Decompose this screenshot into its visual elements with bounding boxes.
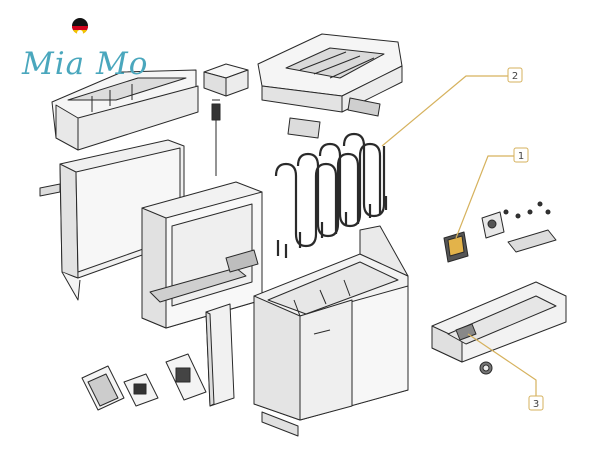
upper-stone-frame-left bbox=[51, 69, 199, 151]
outer-casing bbox=[253, 225, 409, 437]
flag-icon bbox=[72, 18, 88, 36]
upper-stone-frame-right bbox=[257, 33, 403, 113]
front-door-panel bbox=[205, 303, 235, 407]
svg-text:2: 2 bbox=[512, 71, 518, 82]
callout-2: 2 bbox=[507, 67, 523, 83]
callout-leaders bbox=[381, 75, 537, 402]
screws bbox=[503, 201, 551, 219]
svg-text:3: 3 bbox=[533, 399, 539, 410]
control-panel-medium bbox=[123, 373, 159, 407]
heating-elements bbox=[274, 132, 388, 258]
callout-3: 3 bbox=[528, 395, 544, 411]
temperature-probe bbox=[211, 99, 221, 176]
control-box bbox=[203, 63, 249, 97]
relay-part bbox=[481, 211, 505, 239]
control-panel-small bbox=[165, 353, 207, 401]
svg-text:1: 1 bbox=[518, 151, 524, 162]
control-panel-large bbox=[81, 365, 125, 411]
bottom-tray bbox=[431, 281, 567, 363]
terminal-block bbox=[443, 231, 469, 263]
callout-1: 1 bbox=[513, 147, 529, 163]
circuit-board bbox=[507, 229, 557, 253]
temperature-sensor bbox=[479, 361, 493, 375]
brand-logo-text: Mia Mo bbox=[22, 46, 149, 82]
cover-plate-small bbox=[287, 97, 381, 139]
inner-chassis bbox=[141, 181, 263, 329]
